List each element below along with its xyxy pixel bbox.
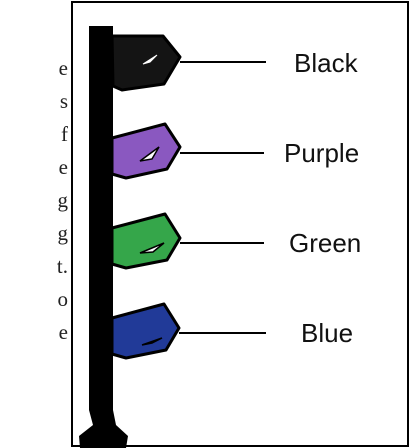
text-fragment: e — [58, 155, 68, 179]
marker-green — [110, 212, 182, 270]
cropped-body-text: e s f e g g t. o e — [0, 0, 68, 448]
text-fragment: t. — [56, 254, 68, 278]
label-purple: Purple — [284, 138, 360, 168]
marker-black — [110, 34, 182, 92]
text-fragment: o — [57, 287, 69, 311]
marker-purple — [110, 122, 182, 180]
text-fragment: f — [61, 122, 68, 146]
label-blue: Blue — [301, 318, 354, 348]
label-black: Black — [294, 48, 358, 78]
pole — [79, 26, 128, 448]
text-fragment: e — [58, 320, 68, 344]
figure-frame — [71, 1, 409, 447]
text-fragment: s — [59, 89, 68, 113]
text-fragment: g — [57, 188, 69, 212]
text-fragment: e — [58, 56, 68, 80]
text-fragment: g — [57, 221, 69, 245]
marker-blue — [110, 302, 181, 360]
label-green: Green — [289, 228, 362, 258]
